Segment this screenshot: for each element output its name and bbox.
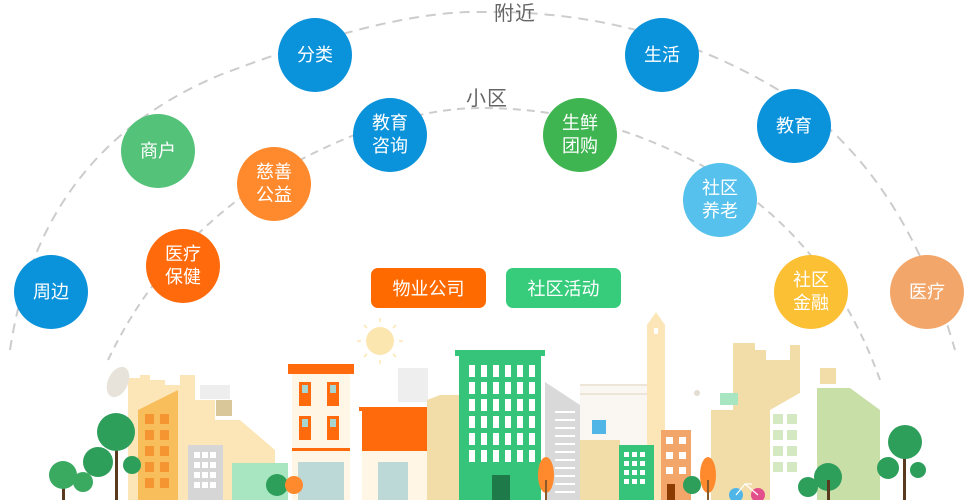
node-label: 医疗	[909, 281, 945, 303]
node-yiliao[interactable]: 医疗	[890, 255, 964, 329]
node-jiaoyu[interactable]: 教育	[757, 89, 831, 163]
community-activity-button[interactable]: 社区活动	[506, 268, 621, 308]
outer-arc	[9, 10, 956, 351]
tree-icon	[877, 425, 926, 500]
button-label: 物业公司	[392, 279, 465, 300]
node-label: 医疗 保健	[165, 244, 201, 288]
node-label: 商户	[140, 140, 176, 162]
node-fenlei[interactable]: 分类	[278, 18, 352, 92]
tree-icon	[83, 413, 141, 500]
node-label: 社区 养老	[702, 178, 738, 222]
node-label: 生活	[644, 44, 680, 66]
node-shenghuo[interactable]: 生活	[625, 18, 699, 92]
inner-arc-label: 小区	[466, 86, 508, 110]
tree-icon	[683, 476, 701, 494]
tree-icon	[700, 457, 716, 500]
node-label: 教育	[776, 115, 812, 137]
tree-icon	[49, 461, 93, 500]
node-shequ-yanglao[interactable]: 社区 养老	[683, 163, 757, 237]
tree-icon	[266, 474, 303, 496]
node-label: 周边	[33, 281, 69, 303]
tree-icon	[798, 463, 842, 500]
node-label: 生鲜 团购	[562, 113, 598, 157]
node-shequ-jinrong[interactable]: 社区 金融	[774, 255, 848, 329]
node-shanghu[interactable]: 商户	[121, 114, 195, 188]
node-label: 慈善 公益	[256, 162, 292, 206]
node-label: 分类	[297, 44, 333, 66]
node-zhoubian[interactable]: 周边	[14, 255, 88, 329]
city-skyline-illustration	[49, 312, 926, 500]
node-label: 教育 咨询	[372, 113, 408, 157]
node-jiaoyu-zixun[interactable]: 教育 咨询	[353, 98, 427, 172]
button-label: 社区活动	[527, 279, 600, 300]
bicycle-icon	[729, 483, 765, 500]
sun-icon	[357, 318, 403, 364]
node-label: 社区 金融	[793, 270, 829, 314]
node-yiliao-baojian[interactable]: 医疗 保健	[146, 229, 220, 303]
outer-arc-label: 附近	[494, 1, 536, 25]
node-cishan-gongyi[interactable]: 慈善 公益	[237, 147, 311, 221]
wuye-company-button[interactable]: 物业公司	[371, 268, 486, 308]
node-shengxian-tuangou[interactable]: 生鲜 团购	[543, 98, 617, 172]
tree-icon	[538, 457, 554, 500]
